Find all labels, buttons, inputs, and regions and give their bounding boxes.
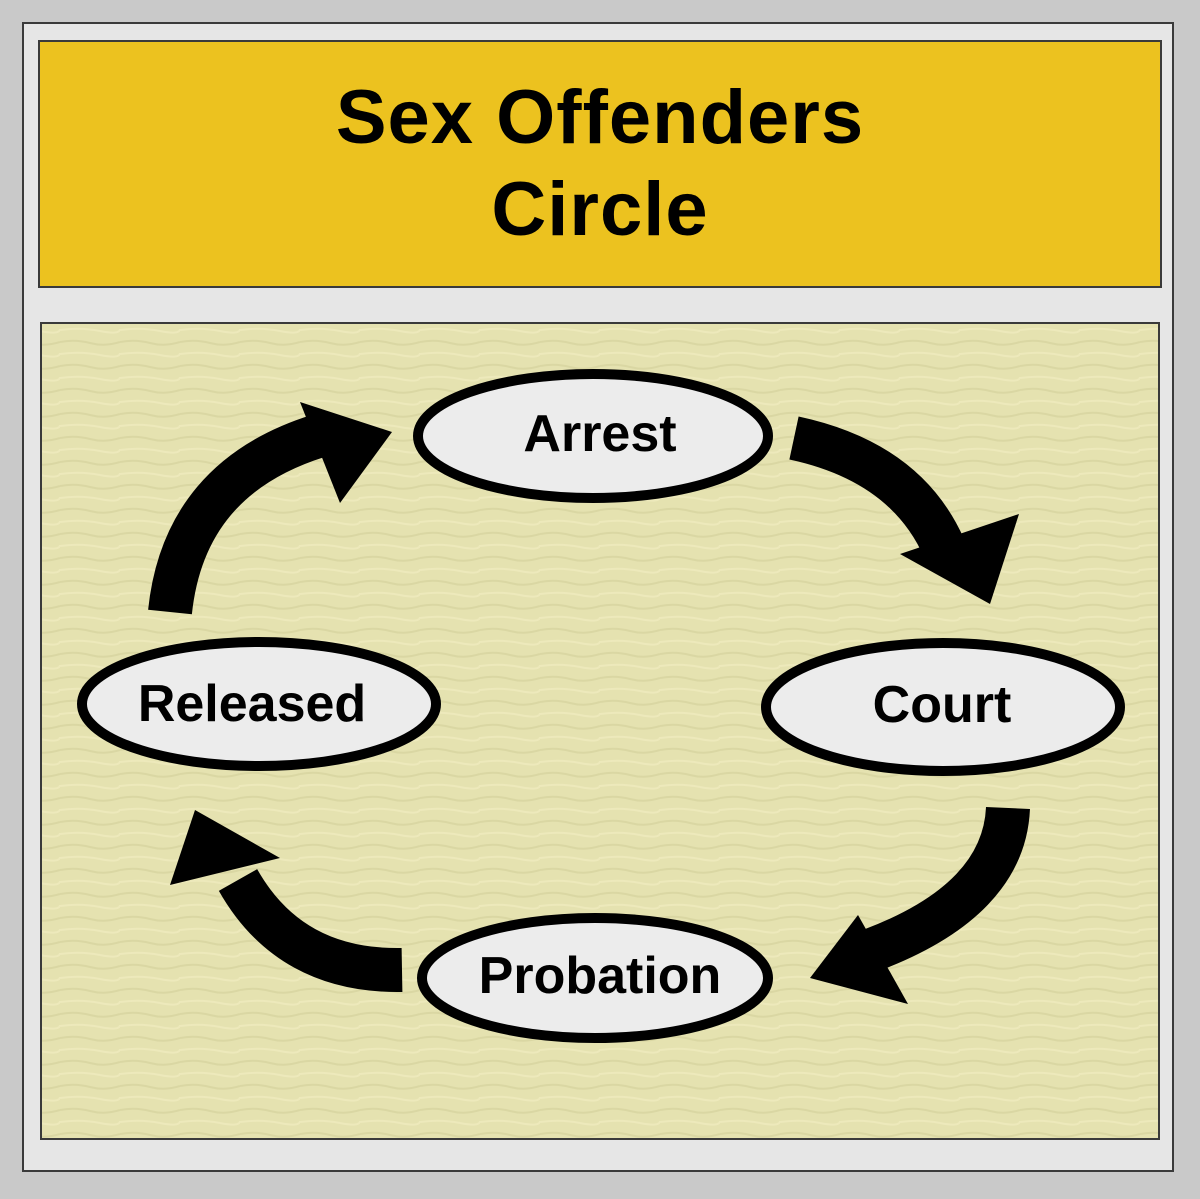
title-banner: Sex Offenders Circle [38, 40, 1162, 288]
probation-label: Probation [478, 947, 722, 1005]
arrest-label: Arrest [523, 405, 677, 463]
title-line-2: Circle [491, 167, 709, 252]
title-line-1: Sex Offenders [335, 75, 865, 160]
court-label: Court [872, 676, 1012, 734]
released-label: Released [137, 675, 367, 733]
